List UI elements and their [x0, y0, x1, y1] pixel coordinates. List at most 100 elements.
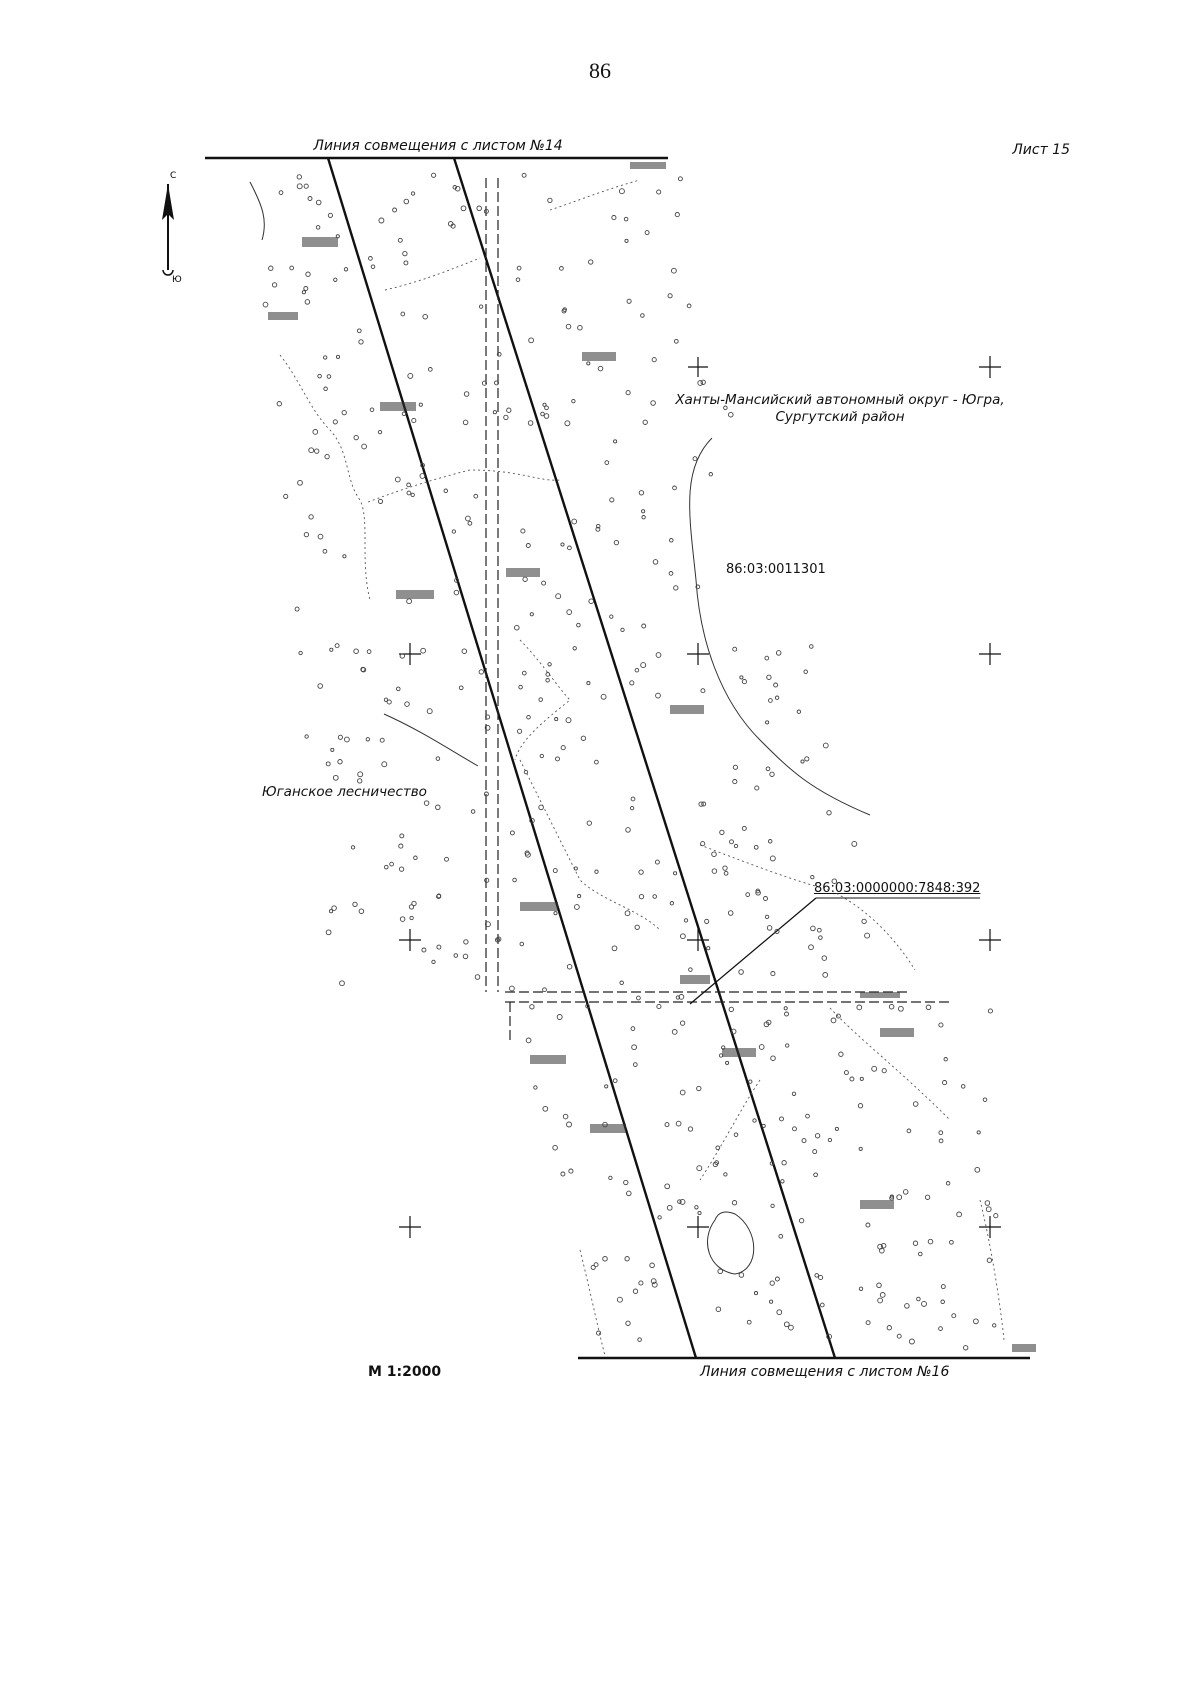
tree-symbol — [741, 825, 747, 831]
tree-symbol — [431, 959, 436, 965]
tree-symbol — [818, 1274, 824, 1281]
tree-symbol — [638, 1280, 644, 1286]
tree-symbol — [625, 390, 631, 396]
tree-symbol — [474, 974, 481, 980]
tree-symbol — [974, 1166, 981, 1173]
tree-symbol — [294, 606, 300, 612]
tree-symbol — [700, 379, 706, 385]
tree-symbol — [803, 669, 808, 674]
tree-symbol — [871, 1065, 878, 1072]
tree-symbol — [669, 538, 674, 543]
tree-symbol — [796, 709, 802, 714]
tree-symbol — [301, 290, 306, 295]
tree-symbol — [470, 809, 476, 814]
tree-symbol — [399, 653, 405, 659]
tree-symbol — [554, 717, 559, 722]
tree-symbol — [618, 188, 625, 195]
tree-symbol — [629, 805, 635, 811]
district-label: Ханты-Мансийский автономный округ - Югра… — [640, 392, 1040, 426]
tree-symbol — [608, 1175, 613, 1181]
tree-symbol — [876, 1282, 882, 1289]
tree-symbol — [715, 1145, 721, 1151]
tree-symbol — [401, 411, 407, 417]
tree-symbol — [687, 1126, 694, 1132]
tree-symbol — [329, 647, 334, 652]
tree-symbol — [357, 778, 363, 784]
tree-symbol — [611, 945, 618, 952]
tree-symbol — [611, 215, 617, 221]
tree-symbol — [666, 1204, 673, 1211]
tree-symbol — [641, 509, 646, 514]
tree-symbol — [334, 643, 340, 649]
tree-symbol — [767, 839, 773, 844]
tree-symbol — [389, 861, 394, 867]
tree-symbol — [515, 277, 521, 282]
tree-symbol — [889, 1195, 895, 1201]
north-arrow-icon: С Ю — [162, 171, 182, 285]
tree-symbol — [864, 932, 871, 939]
tree-symbol — [916, 1296, 921, 1302]
tree-symbol — [566, 609, 573, 615]
tree-symbol — [383, 697, 389, 702]
tree-symbol — [785, 1043, 790, 1048]
tree-symbol — [805, 1113, 810, 1119]
tree-symbol — [453, 953, 459, 958]
tree-symbol — [774, 695, 780, 700]
tree-symbol — [768, 698, 773, 703]
tree-symbol — [377, 498, 384, 504]
tree-symbol — [753, 1291, 759, 1296]
tree-symbol — [562, 307, 567, 312]
tree-symbol — [818, 935, 823, 940]
tree-symbol — [731, 1200, 738, 1206]
tree-symbol — [838, 1051, 844, 1057]
tree-symbol — [314, 448, 320, 454]
tree-symbol — [454, 185, 461, 192]
tree-symbol — [642, 419, 648, 425]
tree-symbol — [308, 514, 314, 520]
tree-symbol — [678, 994, 685, 1000]
tree-symbol — [651, 1281, 658, 1288]
tree-symbol — [879, 1292, 886, 1298]
tree-symbol — [754, 785, 760, 791]
tree-symbol — [649, 1262, 655, 1269]
tree-symbol — [604, 1084, 609, 1089]
tree-symbol — [483, 791, 489, 797]
tree-symbol — [655, 692, 661, 699]
tree-symbol — [588, 259, 594, 265]
tree-symbol — [741, 679, 747, 685]
tree-symbol — [765, 720, 770, 725]
tree-symbol — [518, 684, 523, 690]
tree-symbol — [509, 985, 515, 992]
tree-symbol — [788, 1324, 794, 1331]
tree-symbol — [804, 756, 810, 762]
tree-symbol — [982, 1097, 988, 1102]
tree-symbol — [638, 490, 645, 496]
tree-symbol — [821, 955, 828, 961]
tree-symbol — [406, 482, 411, 488]
tree-symbol — [556, 1014, 563, 1020]
tree-symbol — [378, 217, 385, 224]
tree-symbol — [494, 937, 501, 943]
tree-symbol — [553, 911, 558, 916]
tree-symbol — [748, 1079, 753, 1084]
tree-symbol — [421, 947, 427, 953]
tree-symbol — [629, 680, 635, 686]
tree-symbol — [638, 869, 644, 875]
tree-symbol — [624, 238, 629, 243]
tree-symbol — [896, 1333, 902, 1339]
tree-symbol — [538, 697, 543, 702]
tree-symbol — [613, 539, 620, 546]
compass-north: С — [170, 171, 176, 181]
tree-symbol — [396, 686, 401, 692]
tree-symbol — [262, 301, 269, 308]
tree-symbol — [631, 1044, 637, 1051]
tree-symbol — [547, 197, 553, 204]
tree-symbol — [688, 967, 693, 972]
tree-symbol — [594, 869, 599, 874]
tree-symbol — [512, 877, 517, 883]
tree-symbol — [921, 1300, 927, 1307]
tree-symbol — [619, 980, 624, 986]
tree-symbol — [835, 1013, 841, 1019]
tree-symbol — [865, 1320, 871, 1326]
tree-symbol — [769, 1161, 775, 1166]
